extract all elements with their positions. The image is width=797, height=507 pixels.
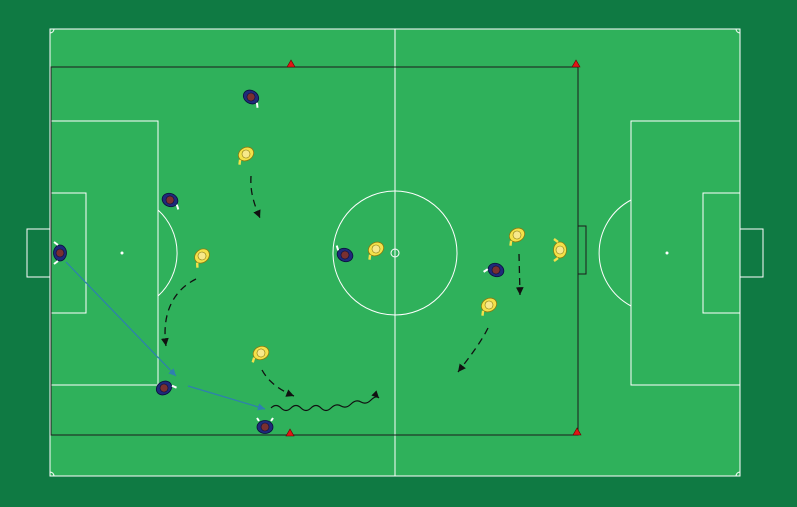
yellow-player[interactable] bbox=[248, 344, 270, 363]
right-goal bbox=[739, 228, 764, 278]
centre-spot bbox=[390, 248, 400, 258]
yellow-goalkeeper[interactable] bbox=[553, 238, 567, 262]
centre-circle bbox=[332, 190, 458, 316]
mini-goal bbox=[577, 225, 587, 275]
team-yellow bbox=[189, 144, 567, 363]
yellow-player[interactable] bbox=[363, 239, 386, 260]
cone bbox=[286, 59, 296, 68]
cone bbox=[572, 427, 582, 436]
team-blue bbox=[53, 87, 505, 434]
right-penalty-arc bbox=[598, 199, 632, 307]
pitch-markings bbox=[26, 28, 764, 477]
blue-goalkeeper[interactable] bbox=[53, 241, 67, 265]
yellow-player[interactable] bbox=[189, 246, 212, 268]
run-arrow bbox=[161, 278, 197, 347]
run-arrow bbox=[261, 369, 295, 397]
yellow-player[interactable] bbox=[233, 144, 256, 165]
left-penalty-spot bbox=[120, 251, 124, 255]
run-arrow bbox=[457, 327, 489, 373]
pass-arrows bbox=[65, 261, 266, 411]
blue-player[interactable] bbox=[483, 260, 505, 279]
corner-arc-tr bbox=[735, 28, 741, 34]
cone bbox=[571, 59, 581, 68]
blue-player[interactable] bbox=[160, 191, 182, 210]
left-penalty-arc bbox=[157, 209, 178, 297]
right-penalty-spot bbox=[665, 251, 669, 255]
blue-player[interactable] bbox=[154, 377, 177, 398]
blue-player[interactable] bbox=[256, 417, 274, 434]
pass-arrow bbox=[65, 261, 177, 377]
blue-player[interactable] bbox=[332, 245, 354, 264]
corner-arc-bl bbox=[49, 471, 55, 477]
corner-arc-tl bbox=[49, 28, 55, 34]
yellow-player[interactable] bbox=[476, 295, 499, 316]
run-arrow bbox=[250, 175, 261, 219]
corner-arc-br bbox=[735, 471, 741, 477]
cone bbox=[285, 428, 295, 437]
pass-arrow bbox=[187, 385, 266, 411]
cones bbox=[285, 59, 582, 437]
dribble-arrow bbox=[270, 390, 380, 412]
blue-player[interactable] bbox=[241, 87, 264, 108]
run-arrow bbox=[515, 253, 524, 296]
run-arrows bbox=[161, 175, 524, 397]
left-goal bbox=[26, 228, 51, 278]
yellow-player[interactable] bbox=[504, 225, 527, 246]
